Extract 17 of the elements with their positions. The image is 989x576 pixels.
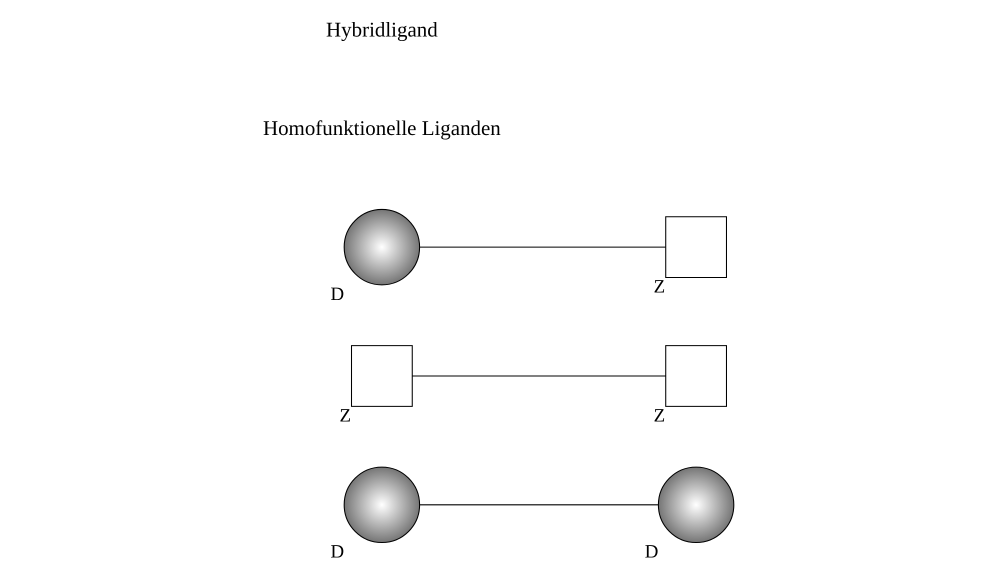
label: Homofunktionelle Liganden [262,116,500,140]
node-box [664,345,726,407]
node-circle [657,466,734,544]
node-label: Z [338,405,350,426]
node-label: D [330,542,344,563]
connector [419,246,665,248]
label: Hybridligand [326,18,438,42]
node-box [350,345,412,407]
node-label: D [644,542,658,563]
node-box [664,216,726,278]
node-label: Z [653,405,665,426]
connector [412,375,666,376]
node-circle [343,208,420,286]
node-label: Z [653,276,665,298]
node-label: D [330,284,344,305]
node-circle [343,466,420,544]
connector [419,504,658,506]
